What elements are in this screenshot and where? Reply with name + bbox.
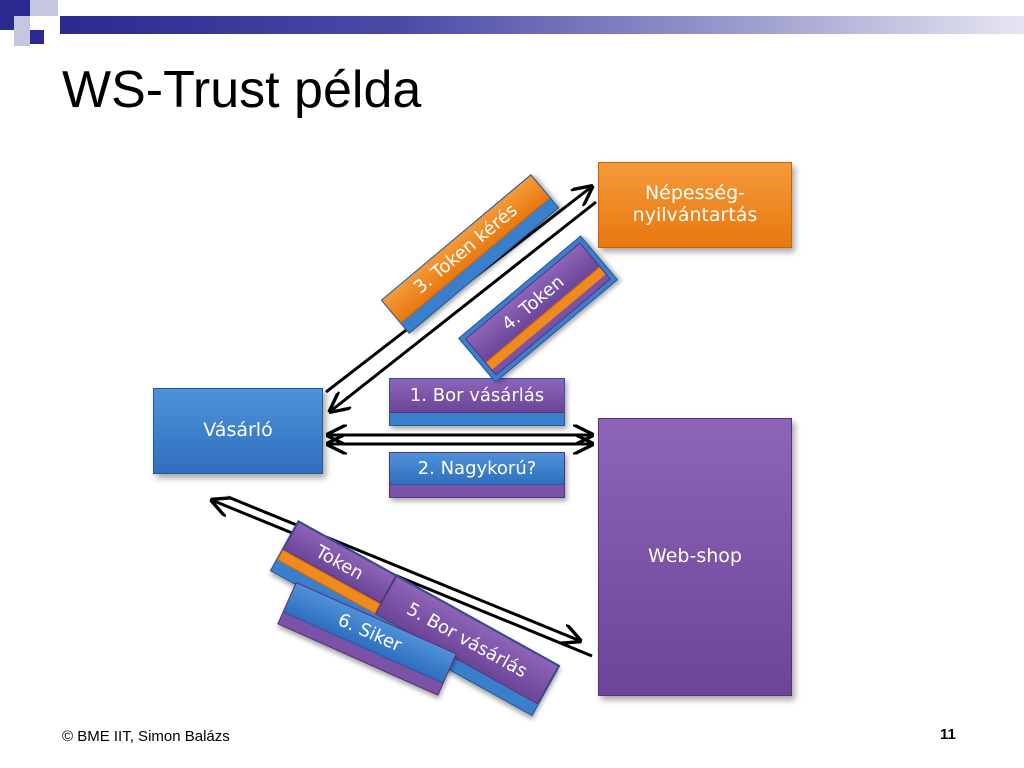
message-2: 2. Nagykorú? xyxy=(389,452,565,498)
message-1-label: 1. Bor vásárlás xyxy=(390,379,564,413)
arrow-to-webshop xyxy=(227,495,578,640)
footer-copyright: © BME IIT, Simon Balázs xyxy=(62,728,230,745)
nepesseg-label: Népesség-nyilvántartás xyxy=(632,182,758,226)
corner-square-3 xyxy=(14,16,30,46)
header-gradient-bar xyxy=(60,16,1024,34)
slide-title: WS-Trust példa xyxy=(62,61,422,119)
message-1: 1. Bor vásárlás xyxy=(389,378,565,426)
corner-square-4 xyxy=(30,30,44,44)
corner-square-2 xyxy=(30,0,58,16)
vasarlo-box: Vásárló xyxy=(153,388,323,474)
arrow-from-nepesseg xyxy=(332,200,597,410)
webshop-label: Web-shop xyxy=(648,545,742,568)
webshop-box: Web-shop xyxy=(598,418,792,696)
message-2-label: 2. Nagykorú? xyxy=(390,453,564,485)
page-number: 11 xyxy=(940,726,956,743)
vasarlo-label: Vásárló xyxy=(203,419,273,442)
nepesseg-box: Népesség-nyilvántartás xyxy=(598,162,792,248)
